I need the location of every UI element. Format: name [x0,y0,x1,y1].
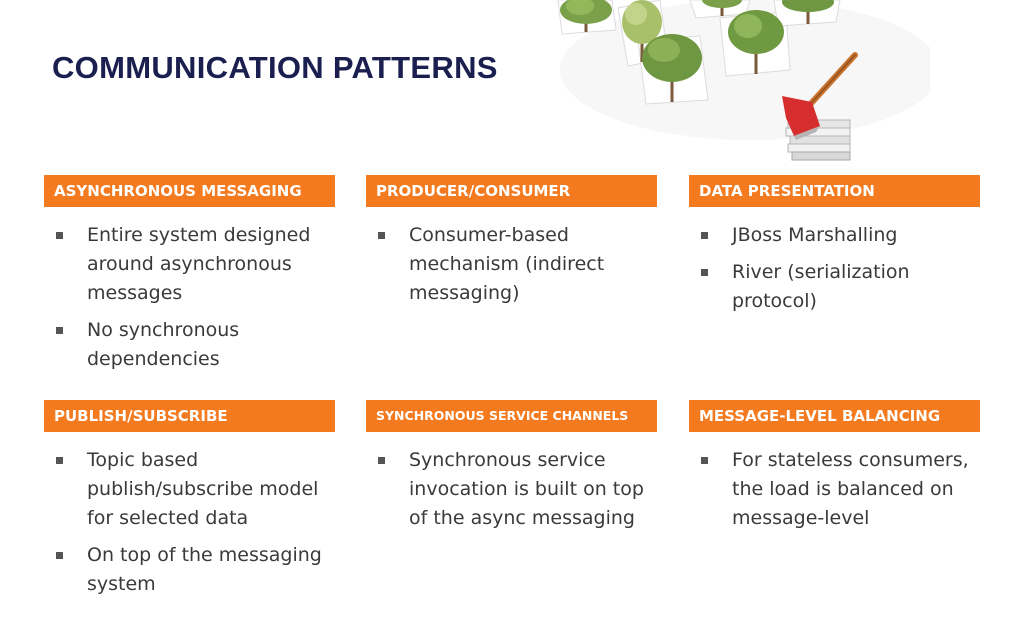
bullet-item: Entire system designed around asynchrono… [44,221,335,308]
card-publish-subscribe: PUBLISH/SUBSCRIBE Topic based publish/su… [44,400,335,607]
card-data-presentation: DATA PRESENTATION JBoss Marshalling Rive… [689,175,980,324]
card-header: ASYNCHRONOUS MESSAGING [44,175,335,207]
card-header: PUBLISH/SUBSCRIBE [44,400,335,432]
bullet-list: JBoss Marshalling River (serialization p… [689,221,980,316]
bullet-text: JBoss Marshalling [732,224,898,246]
bullet-item: JBoss Marshalling [689,221,980,250]
bullet-list: For stateless consumers, the load is bal… [689,446,980,533]
bullet-item: For stateless consumers, the load is bal… [689,446,980,533]
square-bullet-icon [56,327,63,334]
bullet-list: Synchronous service invocation is built … [366,446,657,533]
square-bullet-icon [56,232,63,239]
card-header: DATA PRESENTATION [689,175,980,207]
card-header: SYNCHRONOUS SERVICE CHANNELS [366,400,657,432]
bullet-text: On top of the messaging system [87,544,322,595]
card-synchronous-service-channels: SYNCHRONOUS SERVICE CHANNELS Synchronous… [366,400,657,541]
square-bullet-icon [378,457,385,464]
card-header: PRODUCER/CONSUMER [366,175,657,207]
card-producer-consumer: PRODUCER/CONSUMER Consumer-based mechani… [366,175,657,316]
square-bullet-icon [701,457,708,464]
bullet-item: On top of the messaging system [44,541,335,599]
card-message-level-balancing: MESSAGE-LEVEL BALANCING For stateless co… [689,400,980,541]
bullet-list: Consumer-based mechanism (indirect messa… [366,221,657,308]
bullet-text: Synchronous service invocation is built … [409,449,644,529]
bullet-text: Topic based publish/subscribe model for … [87,449,319,529]
bullet-text: Consumer-based mechanism (indirect messa… [409,224,605,304]
bullet-text: Entire system designed around asynchrono… [87,224,311,304]
card-header: MESSAGE-LEVEL BALANCING [689,400,980,432]
card-asynchronous-messaging: ASYNCHRONOUS MESSAGING Entire system des… [44,175,335,382]
bullet-list: Topic based publish/subscribe model for … [44,446,335,599]
bullet-item: River (serialization protocol) [689,258,980,316]
bullet-item: Consumer-based mechanism (indirect messa… [366,221,657,308]
bullet-item: Synchronous service invocation is built … [366,446,657,533]
square-bullet-icon [378,232,385,239]
bullet-list: Entire system designed around asynchrono… [44,221,335,374]
square-bullet-icon [56,552,63,559]
square-bullet-icon [56,457,63,464]
bullet-item: Topic based publish/subscribe model for … [44,446,335,533]
square-bullet-icon [701,232,708,239]
bullet-text: No synchronous dependencies [87,319,240,370]
trees-and-axe-illustration [557,0,930,161]
page-title: COMMUNICATION PATTERNS [52,50,498,85]
bullet-item: No synchronous dependencies [44,316,335,374]
square-bullet-icon [701,269,708,276]
bullet-text: River (serialization protocol) [732,261,910,312]
bullet-text: For stateless consumers, the load is bal… [732,449,969,529]
